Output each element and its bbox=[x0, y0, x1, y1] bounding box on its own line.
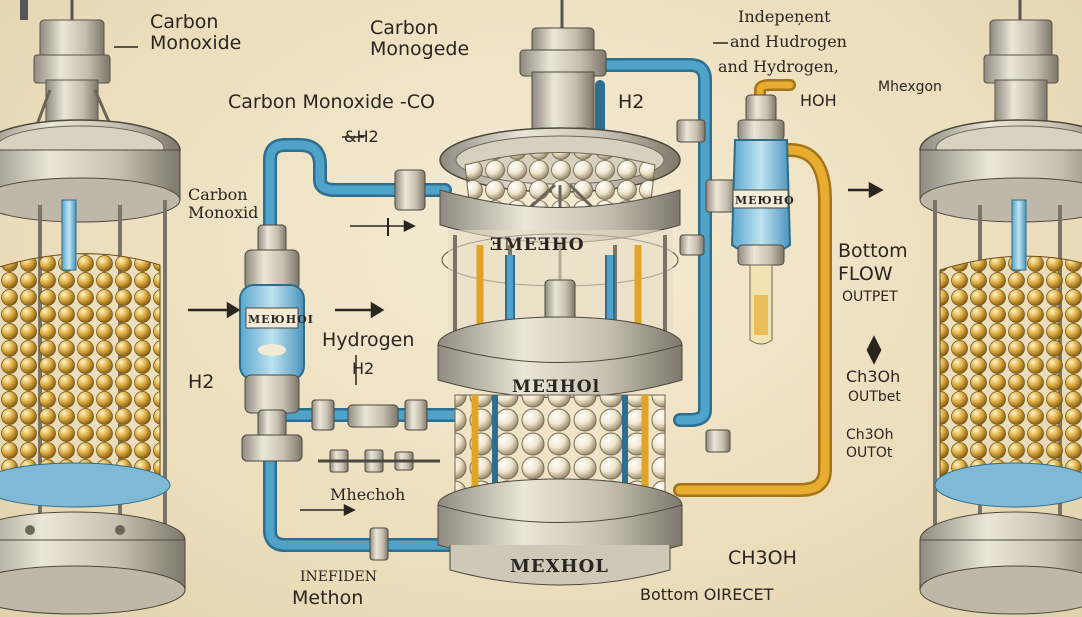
label-carbon-monoxide-top-left: Carbon Monoxide bbox=[150, 11, 242, 54]
right-separator-label: MEЮHO bbox=[735, 194, 795, 207]
pipe-fittings bbox=[311, 119, 737, 561]
label-independent-1: Indepeņent bbox=[738, 7, 831, 26]
left-separator-label: MEЮHOI bbox=[248, 313, 314, 326]
label-hoh: HOH bbox=[800, 91, 837, 110]
reactor-mid-band-label: MEƎHOl bbox=[512, 377, 600, 397]
label-carbon-monogede: Carbon Monogede bbox=[370, 17, 470, 60]
label-h2-left: H2 bbox=[188, 371, 215, 393]
label-hydrogen: Hydrogen bbox=[322, 329, 415, 351]
right-column-reactor bbox=[919, 0, 1082, 615]
label-ch3oh-outbet: Ch3Oh bbox=[846, 367, 901, 386]
label-independent-3: and Hydrogen, bbox=[718, 57, 839, 76]
label-outbet: OUTbet bbox=[848, 389, 901, 405]
label-inefiden: INEFIDEN bbox=[300, 569, 377, 585]
flow-arrows bbox=[114, 42, 884, 517]
label-outot: OUTOt bbox=[846, 445, 893, 461]
label-h2-top: H2 bbox=[618, 91, 645, 113]
label-independent-2: and Hudrogen bbox=[730, 32, 847, 51]
label-ch3oh-bottom: CH3OH bbox=[728, 547, 797, 569]
label-outpet: OUTPET bbox=[842, 289, 898, 305]
label-carbon-monoxide-co: Carbon Monoxide -CO bbox=[228, 91, 435, 113]
label-carbon-monoxid-left: Carbon Monoxid bbox=[188, 185, 259, 222]
reactor-upper-band-label: ƎMEƎHO bbox=[490, 235, 585, 255]
orange-pipes bbox=[673, 79, 832, 497]
left-column-reactor bbox=[0, 0, 186, 615]
label-mhechoh: Mhechoh bbox=[330, 485, 406, 504]
reactor-bottom-band-label: MEXHOL bbox=[510, 556, 609, 577]
central-reactor bbox=[437, 0, 683, 586]
right-separator bbox=[730, 94, 792, 345]
label-methon: Methon bbox=[292, 587, 364, 609]
left-separator bbox=[239, 224, 305, 462]
label-bottom-oirecet: Bottom OIRECET bbox=[640, 585, 774, 604]
label-mhexgon: Mhexgon bbox=[878, 79, 942, 95]
label-h2-co-feed: &H2 bbox=[344, 127, 379, 146]
label-ch3oh-outot: Ch3Oh bbox=[846, 427, 894, 443]
label-bottom-flow: Bottom FLOW bbox=[838, 240, 908, 285]
label-h2-sub: H2 bbox=[352, 359, 375, 378]
